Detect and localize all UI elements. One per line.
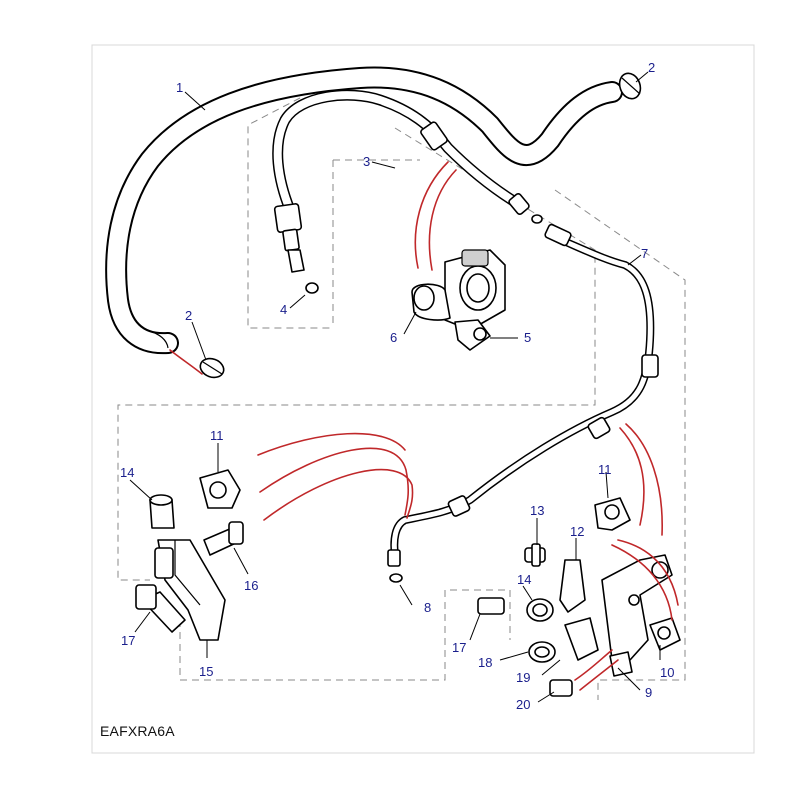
hose-clamp-2-lower bbox=[199, 357, 225, 379]
dashed-box-15 bbox=[179, 589, 511, 681]
callout-15: 15 bbox=[199, 664, 213, 679]
callout-19: 19 bbox=[516, 670, 530, 685]
o-ring-4 bbox=[305, 282, 319, 294]
hose-crimp-fitting bbox=[273, 203, 303, 233]
left-bracket-group bbox=[135, 469, 244, 641]
callout-2-lower: 2 bbox=[185, 308, 192, 323]
callout-8: 8 bbox=[424, 600, 431, 615]
callout-6: 6 bbox=[390, 330, 397, 345]
callout-18: 18 bbox=[478, 655, 492, 670]
callout-14-left: 14 bbox=[120, 465, 134, 480]
pressure-pipe bbox=[272, 89, 530, 273]
callout-13: 13 bbox=[530, 503, 544, 518]
o-ring-8 bbox=[389, 573, 403, 583]
hose-clamp-2-top bbox=[618, 72, 642, 100]
callout-4: 4 bbox=[280, 302, 287, 317]
callout-17-left: 17 bbox=[121, 633, 135, 648]
drawing-frame bbox=[91, 44, 755, 754]
callout-3: 3 bbox=[363, 154, 370, 169]
callout-20: 20 bbox=[516, 697, 530, 712]
o-ring-top bbox=[531, 214, 543, 224]
dashed-box-7 bbox=[554, 189, 686, 700]
callout-16: 16 bbox=[244, 578, 258, 593]
callout-7: 7 bbox=[641, 246, 648, 261]
callout-11-left: 11 bbox=[210, 428, 224, 443]
callout-2-top: 2 bbox=[648, 60, 655, 75]
dashed-box-3 bbox=[332, 159, 420, 328]
callouts: 1 2 2 3 4 5 6 7 8 9 10 11 11 12 13 14 14… bbox=[120, 60, 674, 712]
leader-lines bbox=[129, 71, 661, 703]
callout-12: 12 bbox=[570, 524, 584, 539]
callout-1: 1 bbox=[176, 80, 183, 95]
diagram-reference-code: EAFXRA6A bbox=[100, 723, 175, 739]
callout-17-right: 17 bbox=[452, 640, 466, 655]
callout-14-right: 14 bbox=[517, 572, 531, 587]
right-bracket-group bbox=[477, 497, 681, 697]
red-guide-lines bbox=[169, 161, 679, 691]
dashed-box-4 bbox=[247, 97, 333, 329]
callout-11-right: 11 bbox=[598, 462, 612, 477]
callout-5: 5 bbox=[524, 330, 531, 345]
callout-10: 10 bbox=[660, 665, 674, 680]
hose-1 bbox=[105, 66, 623, 355]
callout-9: 9 bbox=[645, 685, 652, 700]
return-pipe-7 bbox=[387, 223, 659, 567]
connector-block bbox=[411, 249, 506, 351]
